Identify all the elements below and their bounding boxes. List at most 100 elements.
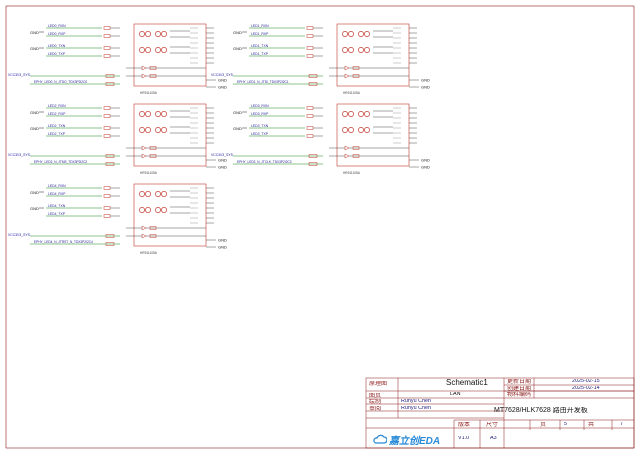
led-resistor: [352, 154, 360, 158]
net-label: LED2_RXP: [48, 112, 66, 116]
label-version: 版本: [458, 422, 471, 428]
connector-label: HR911105A: [140, 91, 158, 95]
net-label: LED3_TXN: [251, 124, 269, 128]
net-label: LED0_RXP: [48, 32, 66, 36]
shield-gnd-label: GND: [218, 84, 227, 89]
gnd-label: GND: [30, 206, 39, 211]
value-page: 5: [564, 422, 567, 427]
led-diode: [344, 73, 350, 79]
coil: [358, 47, 364, 53]
shield-gnd-label: GND: [218, 157, 227, 162]
led-resistor: [149, 66, 157, 70]
shield-gnd-label: GND: [218, 77, 227, 82]
capacitor: [306, 54, 314, 58]
net-label: LED1_TXN: [251, 44, 269, 48]
net-label: LED3_RXN: [251, 104, 269, 108]
ephy-resistor: [308, 82, 318, 86]
gnd-label: GND: [233, 126, 242, 131]
gnd-label: GND: [30, 190, 39, 195]
capacitor: [306, 134, 314, 138]
net-label: LED2_RXN: [48, 104, 66, 108]
net-label: LED4_RXP: [48, 192, 66, 196]
coil: [139, 127, 145, 133]
value-total: 7: [620, 422, 623, 427]
led-diode: [141, 233, 147, 239]
coil: [139, 207, 145, 213]
capacitor: [306, 26, 314, 30]
coil: [348, 47, 354, 53]
net-label: LED3_TXP: [251, 132, 269, 136]
ephy-label: EPHY_LED1_N_JTDI_TDX3P2I2C1: [237, 80, 289, 84]
shield-gnd-label: GND: [421, 77, 430, 82]
coil: [364, 47, 370, 53]
led-resistor: [149, 146, 157, 150]
gnd-label: GND: [30, 46, 39, 51]
ephy-label: EPHY_LED2_N_JTMS_TDX3P2I2C2: [34, 160, 87, 164]
lan-block-lan1: GNDGNDLED0_RXNLED0_RXPLED0_TXNLED0_TXPVC…: [8, 23, 227, 95]
ephy-resistor: [105, 242, 115, 246]
coil: [145, 127, 151, 133]
net-label: LED3_RXP: [251, 112, 269, 116]
coil: [342, 31, 348, 37]
net-label: LED0_TXP: [48, 52, 66, 56]
coil: [145, 111, 151, 117]
coil: [348, 127, 354, 133]
coil: [155, 207, 161, 213]
led-resistor: [149, 74, 157, 78]
label-draw: 绘制: [369, 399, 382, 405]
magnetics-body: [133, 183, 207, 247]
led-diode: [344, 145, 350, 151]
ephy-label: EPHY_LED4_N_JTRST_N_TDX3P2I2C4: [34, 240, 93, 244]
capacitor: [103, 54, 111, 58]
coil: [342, 127, 348, 133]
capacitor: [103, 114, 111, 118]
net-label: LED1_TXP: [251, 52, 269, 56]
capacitor: [103, 34, 111, 38]
label-review: 审阅: [369, 406, 382, 412]
capacitor: [103, 46, 111, 50]
led-diode: [344, 153, 350, 159]
led-resistor: [352, 146, 360, 150]
led-diode: [141, 145, 147, 151]
coil: [348, 31, 354, 37]
shield-gnd-label: GND: [421, 164, 430, 169]
capacitor: [103, 214, 111, 218]
net-label: LED0_TXN: [48, 44, 66, 48]
vcc-resistor: [105, 74, 115, 78]
net-label: LED4_RXN: [48, 184, 66, 188]
led-diode: [141, 225, 147, 231]
label-part-code: 物料编码: [507, 392, 532, 398]
coil: [342, 111, 348, 117]
coil: [139, 31, 145, 37]
label-update-date: 更新日期: [507, 379, 532, 385]
connector-label: HR911105A: [343, 171, 361, 175]
coil: [161, 191, 167, 197]
vcc-resistor: [105, 154, 115, 158]
net-label: LED1_RXN: [251, 24, 269, 28]
led-resistor: [352, 74, 360, 78]
led-resistor: [352, 66, 360, 70]
lan-block-lan2: GNDGNDLED1_RXNLED1_RXPLED1_TXNLED1_TXPVC…: [211, 23, 430, 95]
capacitor: [103, 126, 111, 130]
connector-label: HR911105A: [140, 251, 158, 255]
capacitor: [103, 134, 111, 138]
net-label: LED0_RXN: [48, 24, 66, 28]
label-size: 尺寸: [486, 422, 499, 428]
gnd-label: GND: [30, 30, 39, 35]
value-version: V1.0: [458, 436, 470, 441]
logo-text: 嘉立创EDA: [389, 435, 441, 447]
capacitor: [103, 206, 111, 210]
led-diode: [141, 65, 147, 71]
led-diode: [141, 73, 147, 79]
coil: [155, 127, 161, 133]
net-label: LED4_TXP: [48, 212, 66, 216]
vcc-resistor: [105, 234, 115, 238]
coil: [145, 207, 151, 213]
capacitor: [306, 114, 314, 118]
project-title: MT7628/HLK7628 路由开发板: [494, 407, 588, 414]
magnetics-body: [133, 103, 207, 167]
coil: [358, 111, 364, 117]
coil: [139, 191, 145, 197]
capacitor: [306, 126, 314, 130]
